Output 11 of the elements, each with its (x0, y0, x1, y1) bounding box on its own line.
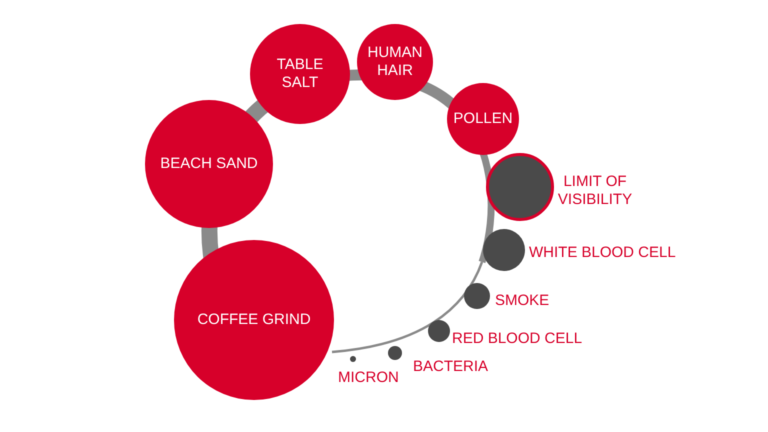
size-label: HUMAN HAIR (366, 44, 424, 80)
size-label: RED BLOOD CELL (452, 330, 582, 348)
size-label: MICRON (338, 369, 399, 387)
size-label: COFFEE GRIND (197, 311, 311, 329)
size-label: BACTERIA (413, 358, 488, 376)
size-label: WHITE BLOOD CELL (529, 244, 676, 262)
size-label: BEACH SAND (160, 155, 258, 173)
size-label: TABLE SALT (276, 56, 324, 92)
size-label: LIMIT OF VISIBILITY (556, 173, 634, 209)
size-label: POLLEN (453, 110, 513, 128)
size-label: SMOKE (495, 292, 550, 310)
